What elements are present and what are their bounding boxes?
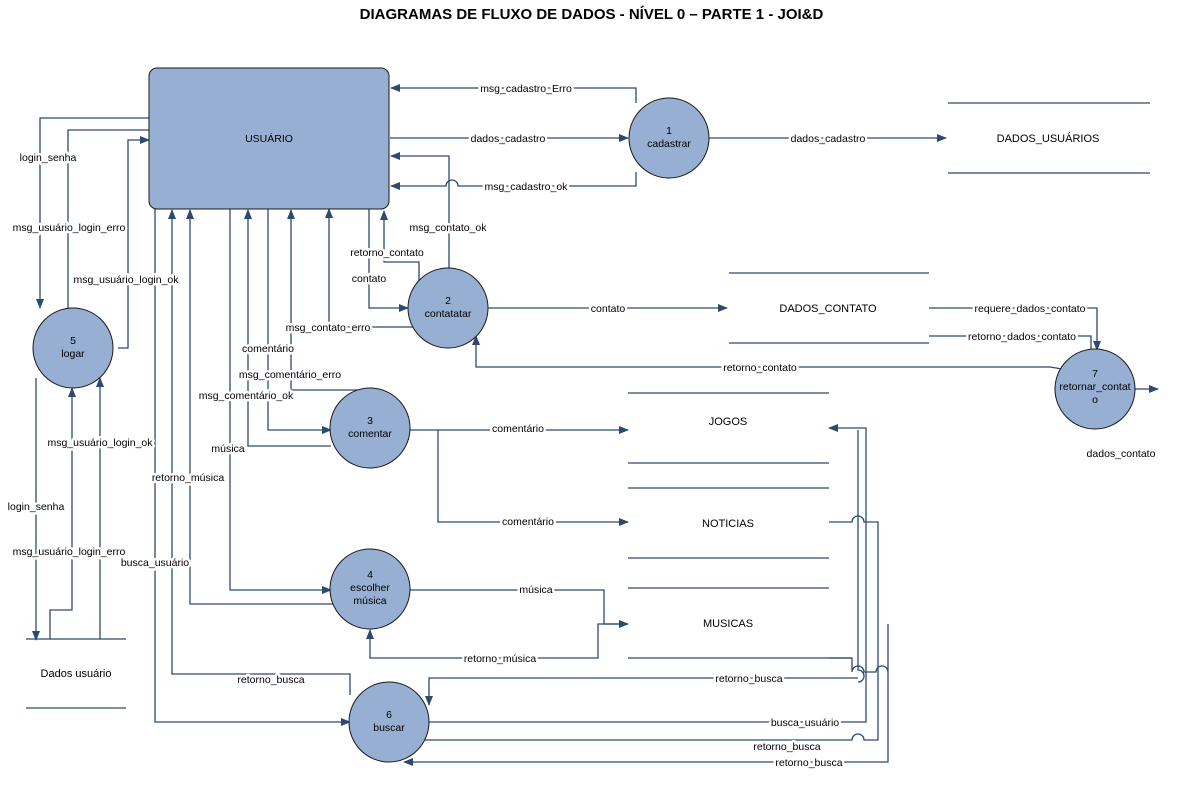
- process-logar-number: 5: [70, 335, 76, 347]
- flow-label-comentario-2: comentário: [492, 423, 544, 435]
- flow-label-msg-contato-erro: msg_contato_erro: [286, 322, 371, 334]
- flow-label-retorno-busca-2: retorno_busca: [715, 673, 782, 685]
- entity-usuario: [148, 67, 390, 210]
- process-buscar: [348, 681, 430, 763]
- process-comentar-number: 3: [367, 415, 373, 427]
- flow-line-retorno-busca-1: [168, 209, 351, 695]
- store-jogos: JOGOS: [709, 416, 748, 428]
- flow-line-msg-contato-erro: [325, 208, 414, 328]
- flow-line-retorno-busca-3: [405, 515, 879, 744]
- process-escolher-name-1: escolher: [350, 582, 390, 594]
- flow-label-msg-cadastro-erro: msg_cadastro_Erro: [480, 83, 572, 95]
- process-retornar-name-2: o: [1092, 394, 1098, 406]
- flow-line-contato-1: [368, 209, 409, 312]
- process-buscar-name: buscar: [373, 722, 405, 734]
- flow-label-retorno-musica-2: retorno_música: [464, 653, 537, 665]
- store-dados-contato: DADOS_CONTATO: [779, 303, 877, 315]
- entity-usuario-label: USUÁRIO: [245, 132, 293, 145]
- flow-label-busca-usuario-2: busca_usuário: [771, 717, 839, 729]
- store-dados-usuarios: DADOS_USUÁRIOS: [997, 132, 1100, 145]
- flow-label-contato-2: contato: [591, 303, 626, 315]
- flow-label-login-senha-1: login_senha: [20, 152, 77, 164]
- data-stores: [26, 102, 1150, 709]
- flow-line-msg-usuario-login-ok-1: [118, 136, 150, 349]
- flow-label-dados-cadastro-1: dados_cadastro: [471, 133, 546, 145]
- process-retornar-contato: [1054, 348, 1136, 430]
- flow-line-busca-usuario-2: [429, 424, 867, 723]
- flow-label-msg-usuario-login-ok-1: msg_usuário_login_ok: [73, 274, 179, 286]
- flow-line-msg-comentario-erro: [287, 209, 375, 391]
- flow-label-login-senha-2: login_senha: [8, 501, 65, 513]
- flow-line-msg-usuario-login-erro-2: [49, 387, 76, 639]
- process-escolher-number: 4: [367, 569, 373, 581]
- flow-label-busca-usuario-1: busca_usuário: [121, 557, 189, 569]
- flow-label-retorno-musica-1: retorno_música: [152, 472, 225, 484]
- flow-label-comentario-1: comentário: [242, 343, 294, 355]
- flow-labels: msg_cadastro_Erro dados_cadastro dados_c…: [5, 81, 1156, 772]
- flow-label-msg-cadastro-ok: msg_cadastro_ok: [485, 181, 569, 193]
- flow-label-comentario-3: comentário: [502, 516, 554, 528]
- process-cadastrar: [628, 97, 710, 179]
- process-escolher-musica: [329, 548, 411, 630]
- flow-label-msg-contato-ok: msg_contato_ok: [409, 222, 487, 234]
- flow-line-comentario-3: [437, 430, 629, 526]
- flow-label-msg-usuario-login-erro-1: msg_usuário_login_erro: [13, 222, 126, 234]
- flow-label-musica-2: música: [519, 584, 552, 596]
- flow-label-musica-1: música: [211, 443, 244, 455]
- process-retornar-name-1: retornar_contat: [1059, 381, 1130, 393]
- flow-line-msg-comentario-ok: [244, 209, 331, 447]
- process-comentar: [329, 387, 411, 469]
- process-cadastrar-number: 1: [666, 125, 672, 137]
- process-logar: [32, 307, 114, 389]
- flow-label-contato-1: contato: [352, 273, 387, 285]
- flow-lines: [32, 84, 1159, 766]
- flow-line-retorno-contato-2: [472, 335, 1069, 371]
- process-logar-name: logar: [61, 348, 85, 360]
- process-comentar-name: comentar: [348, 428, 392, 440]
- flow-line-msg-usuario-login-erro-1: [67, 129, 149, 316]
- diagram-title: DIAGRAMAS DE FLUXO DE DADOS - NÍVEL 0 – …: [359, 6, 824, 23]
- flow-line-requere-dados-contato: [929, 307, 1101, 351]
- flow-line-retorno-contato-1: [380, 210, 420, 284]
- flow-line-msg-contato-ok: [390, 152, 450, 268]
- process-contatar-name: contatatar: [425, 308, 472, 320]
- flow-label-retorno-busca-4: retorno_busca: [775, 757, 842, 769]
- flow-line-musica-1: [229, 209, 332, 594]
- flow-label-requere-dados-contato: requere_dados_contato: [975, 303, 1086, 315]
- store-musicas: MUSICAS: [703, 618, 753, 630]
- flow-line-busca-usuario-1: [154, 209, 351, 726]
- flow-line-msg-cadastro-erro: [390, 84, 637, 103]
- flow-label-retorno-contato-2: retorno_contato: [723, 362, 797, 374]
- flow-line-comentario-1: [267, 209, 332, 434]
- flow-label-msg-comentario-ok: msg_comentário_ok: [199, 390, 294, 402]
- flow-label-retorno-contato-1: retorno_contato: [350, 247, 424, 259]
- process-contatar-number: 2: [445, 295, 451, 307]
- process-cadastrar-name: cadastrar: [647, 138, 691, 150]
- flow-label-retorno-dados-contato: retorno_dados_contato: [968, 331, 1076, 343]
- flow-line-login-senha-1: [36, 117, 149, 309]
- flow-label-retorno-busca-3: retorno_busca: [753, 741, 820, 753]
- process-retornar-number: 7: [1092, 368, 1098, 380]
- flow-line-retorno-dados-contato: [929, 335, 1092, 350]
- flow-label-retorno-busca-1: retorno_busca: [237, 674, 304, 686]
- flow-label-msg-comentario-erro: msg_comentário_erro: [239, 369, 341, 381]
- process-contatar: [407, 267, 489, 349]
- process-buscar-number: 6: [386, 709, 392, 721]
- flow-line-retorno-musica-2: [366, 623, 628, 659]
- flow-line-retorno-musica-1: [186, 209, 333, 605]
- store-noticias: NOTICIAS: [702, 518, 754, 530]
- process-escolher-name-2: música: [353, 595, 386, 607]
- flow-line-retorno-busca-2: [429, 430, 865, 705]
- flow-label-dados-contato-out: dados_contato: [1087, 448, 1156, 460]
- flow-label-msg-usuario-login-ok-2: msg_usuário_login_ok: [47, 437, 153, 449]
- flow-label-dados-cadastro-2: dados_cadastro: [791, 133, 866, 145]
- flow-line-retorno-busca-4: [403, 624, 889, 766]
- store-dados-usuario-local: Dados usuário: [41, 668, 112, 680]
- flow-line-msg-cadastro-ok: [390, 172, 637, 190]
- flow-label-msg-usuario-login-erro-2: msg_usuário_login_erro: [13, 546, 126, 558]
